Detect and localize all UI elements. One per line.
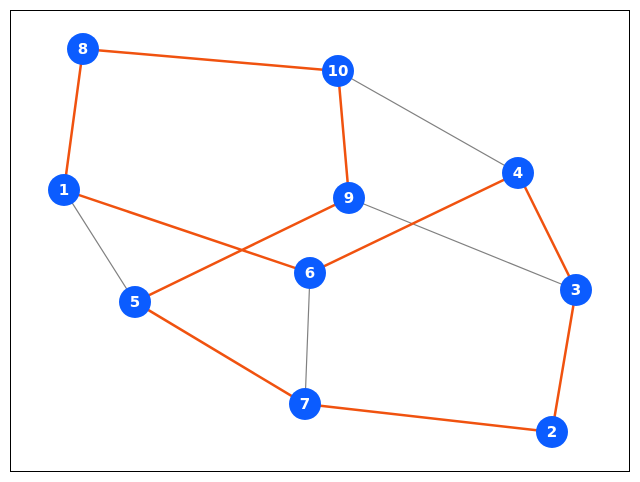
node-circle — [536, 416, 568, 448]
node-circle — [48, 174, 80, 206]
node-circle — [560, 274, 592, 306]
plot-frame — [10, 10, 630, 472]
node-5: 5 — [119, 286, 151, 318]
edge-10-9 — [336, 69, 351, 200]
node-circle — [119, 286, 151, 318]
node-label: 6 — [305, 264, 315, 282]
node-1: 1 — [48, 174, 80, 206]
node-label: 2 — [547, 423, 557, 441]
node-label: 8 — [78, 40, 88, 58]
node-label: 3 — [571, 281, 581, 299]
node-label: 9 — [344, 189, 354, 207]
edge-1-6 — [62, 188, 312, 275]
node-8: 8 — [67, 33, 99, 65]
node-2: 2 — [536, 416, 568, 448]
edge-9-5 — [133, 196, 351, 304]
node-6: 6 — [294, 257, 326, 289]
edge-4-6 — [308, 171, 520, 275]
node-4: 4 — [502, 157, 534, 189]
node-layer: 1 2 3 4 5 6 7 8 9 10 — [48, 33, 592, 448]
node-label: 10 — [328, 62, 349, 80]
node-label: 5 — [130, 293, 140, 311]
node-label: 1 — [59, 181, 69, 199]
node-circle — [294, 257, 326, 289]
node-3: 3 — [560, 274, 592, 306]
node-circle — [289, 388, 321, 420]
edge-10-4 — [337, 70, 519, 174]
node-9: 9 — [333, 182, 365, 214]
node-circle — [322, 55, 354, 87]
edge-5-7 — [133, 300, 307, 406]
edge-6-7 — [304, 272, 311, 405]
node-circle — [67, 33, 99, 65]
edge-8-1 — [62, 47, 85, 192]
edge-9-3 — [348, 197, 577, 291]
edge-1-5 — [63, 189, 136, 303]
node-7: 7 — [289, 388, 321, 420]
edge-3-2 — [550, 288, 578, 434]
edge-layer — [62, 47, 578, 434]
node-label: 4 — [513, 164, 523, 182]
edge-8-10 — [81, 47, 340, 73]
edge-4-3 — [516, 171, 578, 292]
node-circle — [502, 157, 534, 189]
node-label: 7 — [300, 395, 310, 413]
node-10: 10 — [322, 55, 354, 87]
edge-7-2 — [303, 402, 554, 434]
node-circle — [333, 182, 365, 214]
